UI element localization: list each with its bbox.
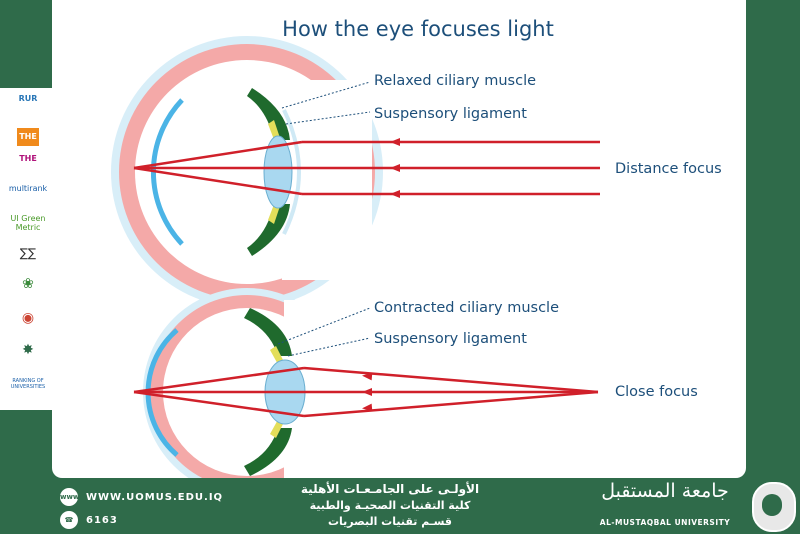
footer-university-arabic: جامعة المستقبل xyxy=(601,480,729,502)
logo-the: THE xyxy=(17,128,39,146)
arrow-bottom-1 xyxy=(362,372,373,381)
footer-university-english: AL-MUSTAQBAL UNIVERSITY xyxy=(599,518,731,527)
ray-bottom-3 xyxy=(303,390,599,418)
ranking-logos-strip: RUR THE THE multirank UI Green Metric ∑∑… xyxy=(0,88,54,410)
arrow-top-1 xyxy=(390,138,400,146)
footer-phone[interactable]: 6163 xyxy=(86,515,118,526)
ciliary-muscle-lower-bottom xyxy=(244,428,292,476)
arrow-top-2 xyxy=(390,164,400,172)
ciliary-muscle-lower xyxy=(247,204,290,256)
eye-bottom: Contracted ciliary muscle Suspensory lig… xyxy=(133,288,698,496)
leader-contracted-muscle xyxy=(277,307,371,345)
footer-arabic-line2: كلية التقنيات الصحيـة والطبية xyxy=(309,499,471,512)
footer-website[interactable]: WWW.UOMUS.EDU.IQ xyxy=(86,492,224,503)
logo-arab-union-icon: ✸ xyxy=(22,342,34,358)
arrow-bottom-3 xyxy=(362,403,373,412)
ray-top-1-refracted xyxy=(133,140,303,170)
front-cutout xyxy=(282,80,372,280)
footer-arabic-line1: الأولـى على الجامـعـات الأهلية xyxy=(300,482,480,496)
ciliary-muscle-upper xyxy=(247,88,290,140)
slide-canvas: How the eye focuses light R xyxy=(52,0,746,496)
ciliary-muscle-upper-bottom xyxy=(244,308,292,356)
arrow-top-3 xyxy=(390,190,400,198)
diagram-title: How the eye focuses light xyxy=(282,17,554,41)
footer-arabic-line3: قسـم تقنيات البصريات xyxy=(327,515,453,528)
ray-bottom-3-refracted xyxy=(133,390,305,418)
eye-top: Relaxed ciliary muscle Suspensory ligame… xyxy=(111,36,722,308)
logo-ui-greenmetric: UI Green Metric xyxy=(10,214,46,232)
label-distance-focus: Distance focus xyxy=(615,161,722,177)
logo-sdg-wheel-icon: ◉ xyxy=(21,310,35,326)
cornea xyxy=(282,109,301,235)
ray-bottom-1 xyxy=(303,366,599,394)
logo-multirank: multirank xyxy=(8,184,48,193)
label-relaxed-ciliary-muscle: Relaxed ciliary muscle xyxy=(374,73,536,89)
ray-bottom-1-refracted xyxy=(133,366,305,394)
logo-pillars-icon: ∑∑ xyxy=(19,246,37,260)
ray-top-3-refracted xyxy=(133,166,303,196)
leader-relaxed-muscle xyxy=(281,81,371,109)
footer-bar: www WWW.UOMUS.EDU.IQ ☎ 6163 الأولـى على … xyxy=(0,478,800,534)
label-close-focus: Close focus xyxy=(615,384,698,400)
label-suspensory-ligament-bottom: Suspensory ligament xyxy=(374,331,527,347)
web-icon: www xyxy=(60,488,79,506)
label-suspensory-ligament-top: Suspensory ligament xyxy=(374,106,527,122)
logo-rur: RUR xyxy=(18,94,38,103)
label-contracted-ciliary-muscle: Contracted ciliary muscle xyxy=(374,300,559,316)
phone-icon: ☎ xyxy=(60,511,78,529)
arrow-bottom-2 xyxy=(362,388,372,396)
university-emblem-icon xyxy=(752,482,796,532)
logo-the-impact: THE xyxy=(19,154,37,163)
emblem-inner xyxy=(762,494,782,516)
eye-diagram: How the eye focuses light R xyxy=(111,17,722,496)
logo-ranking-of-universities: RANKING OF UNIVERSITIES xyxy=(10,378,46,390)
logo-wreath-icon: ❀ xyxy=(22,276,34,292)
leader-suspensory-bottom xyxy=(287,337,371,357)
